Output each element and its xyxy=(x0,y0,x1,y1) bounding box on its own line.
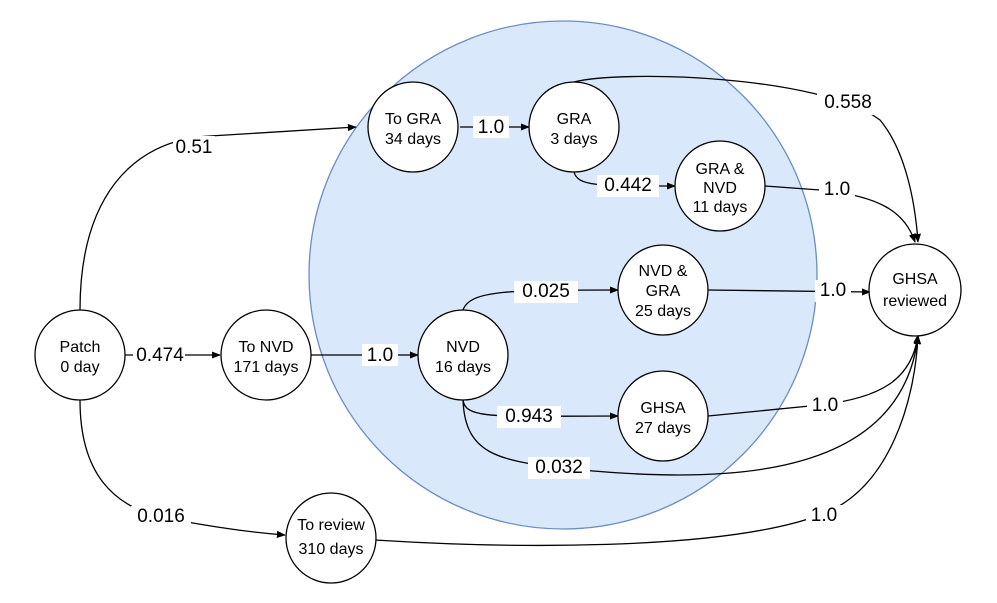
svg-text:NVD: NVD xyxy=(703,180,737,197)
node-gra-line-2: 3 days xyxy=(550,131,597,148)
svg-text:310 days: 310 days xyxy=(299,541,364,558)
node-patch-line-2: 0 day xyxy=(60,359,99,376)
svg-text:To NVD: To NVD xyxy=(238,339,293,356)
svg-text:27 days: 27 days xyxy=(635,420,691,437)
label-patch-to-review: 0.016 xyxy=(137,506,185,527)
node-nvd-gra: NVD & GRA 25 days xyxy=(617,244,709,336)
node-gra-line-1: GRA xyxy=(557,111,592,128)
node-ghsa-reviewed: GHSA reviewed xyxy=(868,243,962,337)
node-to-gra-line-2: 34 days xyxy=(385,131,441,148)
node-ghsa-line-1: GHSA xyxy=(640,400,686,417)
svg-text:To review: To review xyxy=(297,517,365,534)
node-to-nvd-line-2: 171 days xyxy=(234,359,299,376)
label-granvd-reviewed: 1.0 xyxy=(824,179,850,200)
svg-text:To GRA: To GRA xyxy=(385,111,441,128)
svg-text:Patch: Patch xyxy=(60,339,101,356)
node-ghsa-reviewed-line-2: reviewed xyxy=(883,293,947,310)
svg-text:NVD: NVD xyxy=(446,339,480,356)
svg-text:GHSA: GHSA xyxy=(640,400,686,417)
node-nvd-line-2: 16 days xyxy=(435,359,491,376)
edge-labels: 0.51 0.474 0.016 1.0 0.558 0.442 1.0 1.0… xyxy=(131,91,879,528)
label-toreview-reviewed: 1.0 xyxy=(811,505,837,526)
node-ghsa: GHSA 27 days xyxy=(617,370,709,462)
node-to-gra: To GRA 34 days xyxy=(367,81,459,173)
node-gra-nvd: GRA & NVD 11 days xyxy=(674,140,766,232)
label-nvd-ghsa: 0.943 xyxy=(505,406,553,427)
svg-text:GRA &: GRA & xyxy=(696,161,745,178)
node-to-review-line-2: 310 days xyxy=(299,541,364,558)
label-tonvd-nvd: 1.0 xyxy=(367,345,393,366)
svg-text:reviewed: reviewed xyxy=(883,293,947,310)
nodes: Patch 0 day To GRA 34 days GRA 3 days GR… xyxy=(34,81,962,584)
svg-text:NVD &: NVD & xyxy=(639,263,688,280)
label-nvd-reviewed: 0.032 xyxy=(535,457,583,478)
node-gra: GRA 3 days xyxy=(528,81,620,173)
node-to-nvd: To NVD 171 days xyxy=(220,309,312,401)
node-nvd-line-1: NVD xyxy=(446,339,480,356)
node-nvd-gra-line-1: NVD & xyxy=(639,263,688,280)
label-ghsa-reviewed: 1.0 xyxy=(812,395,838,416)
node-gra-nvd-line-2: NVD xyxy=(703,180,737,197)
svg-text:16 days: 16 days xyxy=(435,359,491,376)
label-nvd-nvdgra: 0.025 xyxy=(522,281,570,302)
svg-text:GHSA: GHSA xyxy=(892,271,938,288)
node-ghsa-line-2: 27 days xyxy=(635,420,691,437)
label-nvdgra-reviewed: 1.0 xyxy=(820,280,846,301)
label-patch-to-gra: 0.51 xyxy=(176,137,213,158)
svg-text:GRA: GRA xyxy=(646,283,681,300)
node-gra-nvd-line-1: GRA & xyxy=(696,161,745,178)
label-patch-to-nvd: 0.474 xyxy=(136,345,184,366)
svg-text:11 days: 11 days xyxy=(693,199,748,216)
svg-text:25 days: 25 days xyxy=(635,303,691,320)
node-to-nvd-line-1: To NVD xyxy=(238,339,293,356)
edge-nvd-nvdgra xyxy=(462,286,619,311)
svg-text:GRA: GRA xyxy=(557,111,592,128)
label-gra-granvd: 0.442 xyxy=(604,175,652,196)
label-gra-reviewed: 0.558 xyxy=(824,92,872,113)
edge-nvd-reviewed xyxy=(462,335,921,476)
node-to-review-line-1: To review xyxy=(297,517,365,534)
svg-text:171 days: 171 days xyxy=(234,359,299,376)
node-nvd-gra-line-2: GRA xyxy=(646,283,681,300)
svg-text:3 days: 3 days xyxy=(550,131,597,148)
node-nvd: NVD 16 days xyxy=(417,309,509,401)
svg-text:34 days: 34 days xyxy=(385,131,441,148)
node-ghsa-reviewed-line-1: GHSA xyxy=(892,271,938,288)
edge-toreview-reviewed xyxy=(374,335,922,547)
node-gra-nvd-line-3: 11 days xyxy=(693,199,748,216)
node-patch-line-1: Patch xyxy=(60,339,101,356)
node-nvd-gra-line-3: 25 days xyxy=(635,303,691,320)
label-togra-gra: 1.0 xyxy=(478,117,504,138)
node-to-review: To review 310 days xyxy=(285,492,377,584)
svg-text:0 day: 0 day xyxy=(60,359,99,376)
node-patch: Patch 0 day xyxy=(34,309,126,401)
node-to-gra-line-1: To GRA xyxy=(385,111,441,128)
